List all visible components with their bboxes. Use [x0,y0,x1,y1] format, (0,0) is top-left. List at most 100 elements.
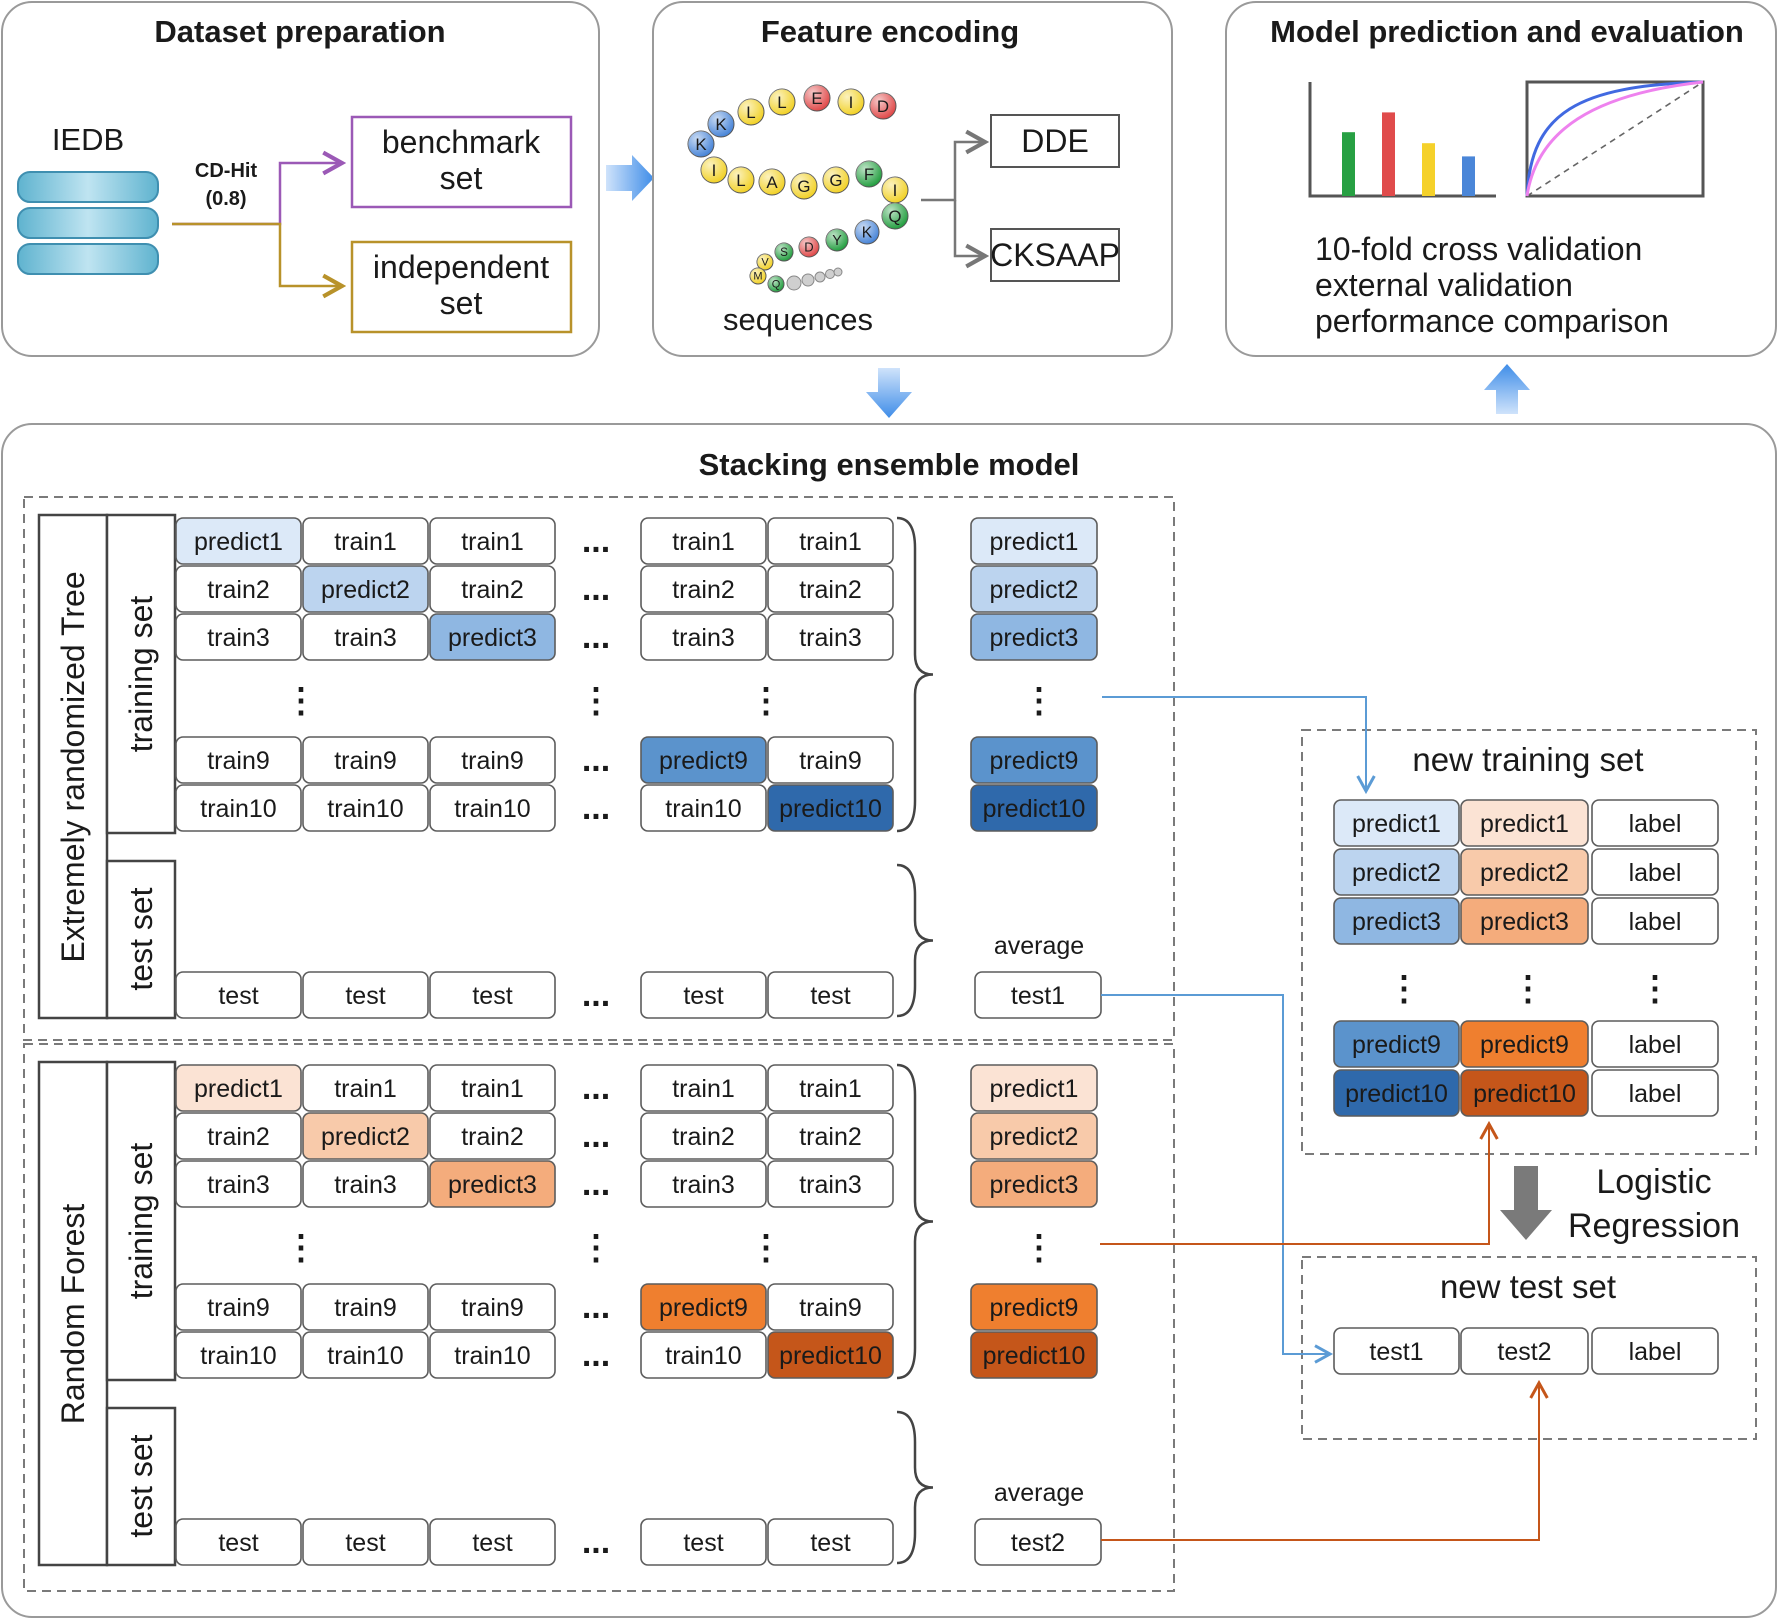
vertical-ellipsis: ⋮ [1387,970,1421,1008]
stacked-output-cell: predict1 [970,517,1098,565]
cell-label: predict1 [194,1075,283,1103]
vertical-ellipsis: ⋮ [749,682,783,720]
cell-label: train3 [799,1171,862,1199]
fold-train-cell: train3 [302,1160,429,1208]
meta-feature-cell: predict3 [1333,897,1460,945]
tail-bead [801,273,815,287]
fold-train-cell: train10 [429,1331,556,1379]
training-brace [896,516,934,833]
logistic-regression-arrow [1500,1166,1552,1240]
encoding-panel-title: Feature encoding [761,14,1019,49]
cksaap-connector [953,200,985,256]
training-brace [896,1063,934,1380]
fold-train-cell: train1 [640,517,767,565]
fold-train-cell: train9 [175,736,302,784]
fold-train-cell: train3 [175,613,302,661]
benchmark-set-box [350,115,573,209]
ellipsis: ... [582,522,610,560]
bead-letter: M [753,271,762,283]
independent-label-2: set [440,285,483,321]
fold-predict-cell: predict1 [175,1064,302,1112]
meta-feature-cell: predict10 [1460,1069,1589,1117]
fold-train-cell: train1 [429,517,556,565]
bead-letter: D [877,97,889,116]
logistic-label: Logistic [1596,1163,1711,1201]
averaged-test-output: test2 [974,1518,1102,1566]
database-icon [17,171,159,275]
fold-train-cell: train10 [640,1331,767,1379]
cell-label: train2 [799,1123,862,1151]
independent-label: independent [373,249,549,285]
amino-acid-bead: A [758,168,786,196]
fold-train-cell: train1 [767,517,894,565]
cell-label: test [218,1529,258,1557]
test-cell: test [302,971,429,1019]
cell-label: predict1 [990,528,1079,556]
tail-bead [833,267,843,277]
rf-test-connector [1101,1379,1549,1541]
test-brace [896,1410,934,1565]
ellipsis: ... [582,741,610,779]
cell-label: predict1 [1480,810,1569,838]
test-cell: test [175,971,302,1019]
eval-line-external-validation: external validation [1315,267,1573,303]
dde-label: DDE [1021,123,1089,159]
ellipsis: ... [582,1288,610,1326]
training-set-label: training set [123,1143,159,1300]
fold-train-cell: train2 [175,565,302,613]
amino-acid-bead: L [737,98,765,126]
vertical-ellipsis: ⋮ [1638,970,1672,1008]
test-set-label: test set [123,1434,159,1537]
fold-train-cell: train1 [302,517,429,565]
cell-label: label [1629,1080,1682,1108]
fold-predict-cell: predict2 [302,565,429,613]
cell-label: predict9 [990,1294,1079,1322]
fold-train-cell: train3 [175,1160,302,1208]
ellipsis: ... [582,976,610,1014]
test-cell: test [640,1518,767,1566]
vertical-ellipsis: ⋮ [1022,682,1056,720]
ellipsis: ... [582,618,610,656]
cell-label: train3 [334,624,397,652]
fold-train-cell: train2 [429,565,556,613]
independent-connector [172,222,342,286]
evaluation-panel: Model prediction and evaluation 10-fold … [1225,1,1777,357]
meta-test-cell: test1 [1333,1327,1460,1375]
cell-label: label [1629,859,1682,887]
cell-label: test [472,982,512,1010]
bead-letter: K [715,115,727,134]
cell-label: predict1 [1352,810,1441,838]
bead-letter: K [862,224,873,241]
stacked-output-cell: predict1 [970,1064,1098,1112]
cell-label: predict10 [983,1342,1086,1370]
cell-label: train10 [665,1342,741,1370]
amino-acid-bead: G [790,172,818,200]
cell-label: label [1629,1031,1682,1059]
meta-feature-cell: predict9 [1460,1020,1589,1068]
cell-label: label [1629,1338,1682,1366]
vertical-ellipsis: ⋮ [579,682,613,720]
test-cell: test [767,1518,894,1566]
fold-predict-cell: predict10 [767,1331,894,1379]
label-cell: label [1591,1327,1719,1375]
amino-acid-bead: K [854,219,880,245]
vertical-ellipsis: ⋮ [1511,970,1545,1008]
vertical-ellipsis: ⋮ [284,1229,318,1267]
cell-label: predict9 [990,747,1079,775]
bead-letter: V [761,257,769,269]
training-set-box [105,513,177,835]
cell-label: train10 [454,1342,530,1370]
cell-label: test [345,982,385,1010]
fold-train-cell: train9 [429,1283,556,1331]
fold-predict-cell: predict10 [767,784,894,832]
fold-train-cell: train3 [640,1160,767,1208]
cell-label: predict10 [779,1342,882,1370]
cell-label: train3 [207,624,270,652]
cdhit-label: CD-Hit [195,160,258,182]
bead-letter: L [746,103,755,122]
fold-predict-cell: predict9 [640,736,767,784]
